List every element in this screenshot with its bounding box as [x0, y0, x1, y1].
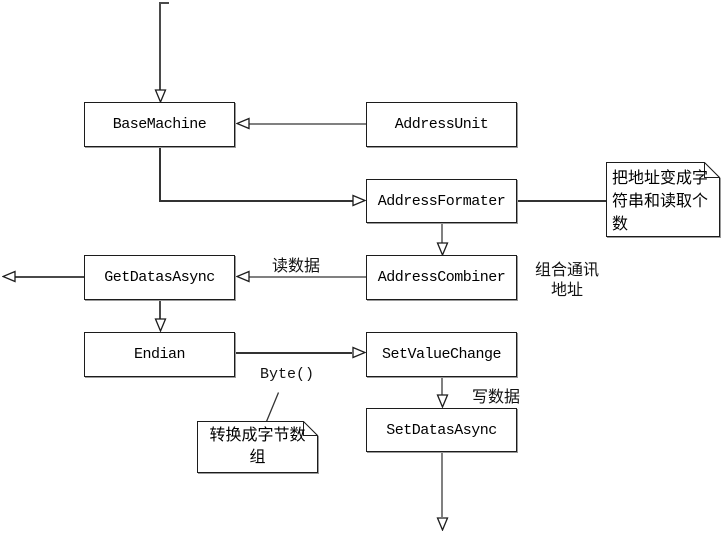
node-basemachine[interactable]: BaseMachine [84, 102, 235, 147]
note-shape [197, 421, 318, 473]
node-getdatasasync[interactable]: GetDatasAsync [84, 255, 235, 300]
note-byte-array[interactable]: 转换成字节数组 [197, 421, 318, 473]
note-connector-line [262, 391, 282, 423]
node-addressunit-label: AddressUnit [394, 116, 489, 133]
arrow-left-icon [236, 117, 250, 130]
node-addressformater[interactable]: AddressFormater [366, 179, 517, 223]
node-addresscombiner[interactable]: AddressCombiner [366, 255, 517, 300]
edge-top-hook-line [159, 2, 169, 4]
note-address-format[interactable]: 把地址变成字符串和读取个数 [606, 162, 720, 237]
node-endian[interactable]: Endian [84, 332, 235, 377]
node-setvaluechange[interactable]: SetValueChange [366, 332, 517, 377]
edge-addressunit-to-basemachine-line [248, 123, 366, 125]
arrow-left-icon [2, 270, 16, 283]
edge-formater-to-combiner-line [441, 223, 443, 243]
note-address-format-text: 把地址变成字符串和读取个数 [612, 168, 709, 233]
node-getdatasasync-label: GetDatasAsync [104, 269, 215, 286]
node-setdatasasync[interactable]: SetDatasAsync [366, 408, 517, 452]
arrow-right-icon [352, 194, 366, 207]
node-addressformater-label: AddressFormater [377, 192, 506, 210]
node-addressunit[interactable]: AddressUnit [366, 102, 517, 147]
note-shape [606, 162, 720, 237]
edge-formater-to-note-line [517, 200, 606, 202]
edge-label-read-data: 读数据 [272, 256, 321, 275]
node-addresscombiner-label: AddressCombiner [377, 269, 506, 286]
edge-label-write-data: 写数据 [472, 387, 521, 406]
arrow-right-icon [352, 346, 366, 359]
arrow-down-icon [436, 517, 449, 531]
edge-top-to-basemachine-line [159, 2, 161, 90]
arrow-left-icon [236, 270, 250, 283]
edge-getdatas-to-left-line [15, 276, 84, 278]
node-endian-label: Endian [133, 346, 186, 363]
edge-setdatas-to-bottom-line [441, 452, 443, 517]
note-byte-array-text: 转换成字节数组 [209, 425, 306, 466]
arrow-down-icon [436, 242, 449, 256]
edge-combiner-to-getdatas-line [248, 276, 366, 278]
edge-setvalue-to-setdatas-line [441, 377, 443, 395]
node-setvaluechange-label: SetValueChange [381, 346, 502, 363]
edge-endian-to-setvalue-line [235, 352, 352, 354]
arrow-down-icon [154, 318, 167, 332]
edge-basemachine-to-formater-vline [159, 147, 161, 201]
edge-basemachine-to-formater-hline [159, 200, 353, 202]
node-setdatasasync-label: SetDatasAsync [386, 421, 497, 439]
node-basemachine-label: BaseMachine [112, 116, 207, 133]
edge-label-byte-call: Byte() [260, 366, 315, 383]
edge-label-combine-address: 组合通讯 地址 [534, 260, 599, 299]
arrow-down-icon [436, 394, 449, 408]
edge-getdatas-to-endian-line [159, 300, 161, 319]
arrow-down-icon [154, 89, 167, 103]
